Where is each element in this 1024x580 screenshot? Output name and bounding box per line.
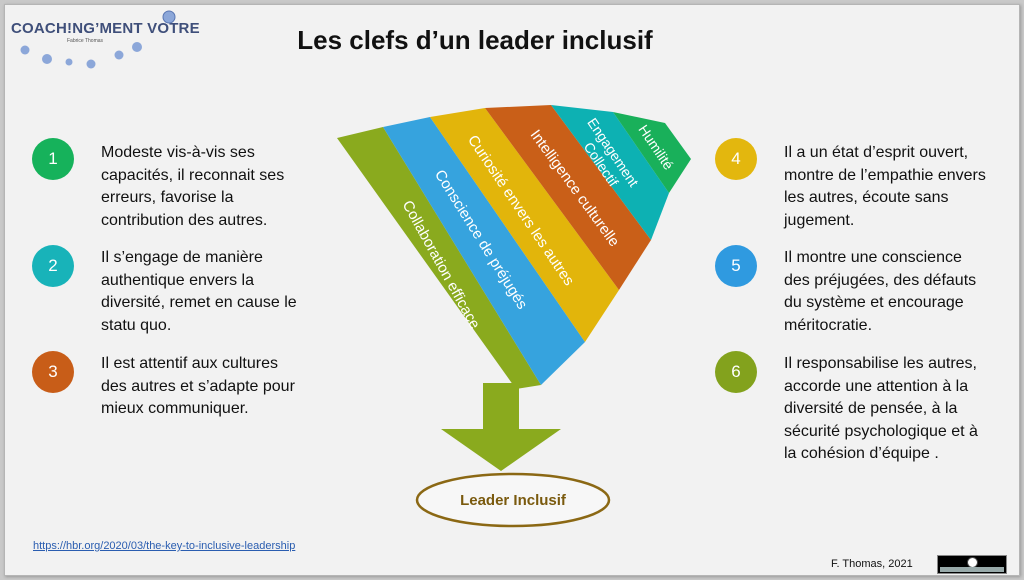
number-badge-6: 6 — [715, 351, 757, 393]
logo-text: COACH!NG’MENT VOTRE — [11, 20, 200, 37]
item-5-text: Il montre une conscience des préjugées, … — [784, 249, 977, 334]
number-badge-2: 2 — [32, 245, 74, 287]
band-intelligence-culturelle — [485, 105, 651, 290]
source-link[interactable]: https://hbr.org/2020/03/the-key-to-inclu… — [33, 540, 296, 552]
band-curiosite — [430, 108, 619, 342]
leader-inclusif-label: Leader Inclusif — [460, 492, 567, 509]
author-credit: F. Thomas, 2021 — [831, 558, 913, 570]
leader-inclusif-oval — [415, 472, 611, 528]
band-conscience-prejuges — [383, 117, 585, 385]
number-badge-4: 4 — [715, 138, 757, 180]
funnel-diagram: Collaboration efficace Conscience de pré… — [337, 105, 691, 528]
page-title: Les clefs d’un leader inclusif — [297, 25, 653, 55]
item-3-text: Il est attentif aux cultures des autres … — [101, 355, 295, 417]
item-4-text: Il a un état d’esprit ouvert, montre de … — [784, 144, 986, 229]
item-6-text: Il responsabilise les autres, accorde un… — [784, 355, 978, 462]
number-badge-3: 3 — [32, 351, 74, 393]
item-2-text: Il s’engage de manière authentique enver… — [101, 249, 297, 334]
number-badge-5: 5 — [715, 245, 757, 287]
slide: COACH!NG’MENT VOTRE Fabrice Thomas Les c… — [4, 4, 1020, 576]
logo-dots — [20, 10, 176, 69]
creative-commons-badge — [937, 555, 1007, 574]
band-humilite — [613, 112, 691, 193]
logo-subtitle: Fabrice Thomas — [67, 38, 104, 44]
band-engagement-collectif — [551, 105, 669, 240]
cc-strip — [940, 567, 1004, 572]
number-badge-1: 1 — [32, 138, 74, 180]
band-collaboration-efficace — [337, 127, 541, 389]
item-1-text: Modeste vis-à-vis ses capacités, il reco… — [101, 144, 285, 229]
funnel-arrow — [441, 383, 561, 471]
